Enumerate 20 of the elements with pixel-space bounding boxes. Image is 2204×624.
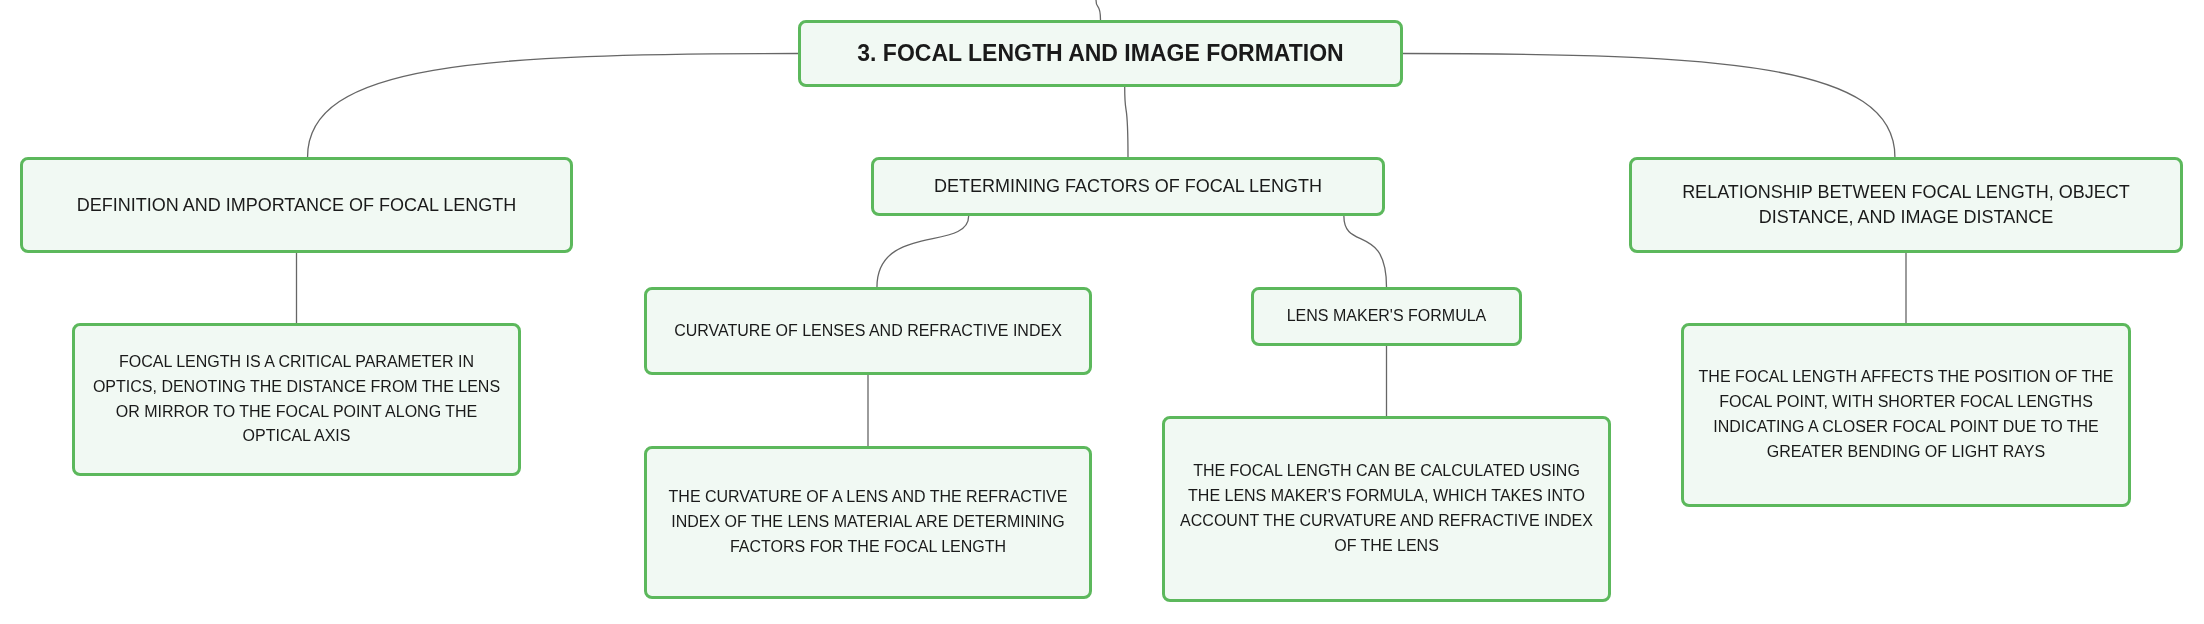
topic-box: 3. FOCAL LENGTH AND IMAGE FORMATION xyxy=(798,20,1403,87)
subtopic-box: DETERMINING FACTORS OF FOCAL LENGTH xyxy=(871,157,1385,216)
subtopic-box: CURVATURE OF LENSES AND REFRACTIVE INDEX xyxy=(644,287,1092,375)
subtopic-box: THE FOCAL LENGTH CAN BE CALCULATED USING THE LENS MAKER'S FORMULA, WHICH TAKES INTO ACCOUNT THE CURVATURE AND REFRACTIVE INDEX OF THE LENS xyxy=(1162,416,1611,602)
connector-line xyxy=(1905,252,1907,324)
subtopic-box: LENS MAKER'S FORMULA xyxy=(1251,287,1522,346)
connector-line xyxy=(306,52,799,158)
subtopic-box: THE FOCAL LENGTH AFFECTS THE POSITION OF THE FOCAL POINT, WITH SHORTER FOCAL LENGTHS INDICATING A CLOSER FOCAL POINT DUE TO THE GREATER BENDING OF LIGHT RAYS xyxy=(1681,323,2131,507)
subtopic-box: RELATIONSHIP BETWEEN FOCAL LENGTH, OBJECT DISTANCE, AND IMAGE DISTANCE xyxy=(1629,157,2183,253)
connector-line xyxy=(876,215,970,288)
connector-line xyxy=(1385,345,1388,417)
subtopic-box: DEFINITION AND IMPORTANCE OF FOCAL LENGTH xyxy=(20,157,573,253)
connector-line xyxy=(295,252,298,324)
connector-line xyxy=(1402,52,1896,158)
connector-line xyxy=(1095,0,1102,21)
subtopic-box: FOCAL LENGTH IS A CRITICAL PARAMETER IN OPTICS, DENOTING THE DISTANCE FROM THE LENS OR MIRROR TO THE FOCAL POINT ALONG THE OPTICAL AXIS xyxy=(72,323,521,476)
connector-line xyxy=(867,374,869,447)
connector-line xyxy=(1343,215,1388,288)
subtopic-box: THE CURVATURE OF A LENS AND THE REFRACTIVE INDEX OF THE LENS MATERIAL ARE DETERMINING FACTORS FOR THE FOCAL LENGTH xyxy=(644,446,1092,599)
connector-line xyxy=(1124,86,1129,158)
